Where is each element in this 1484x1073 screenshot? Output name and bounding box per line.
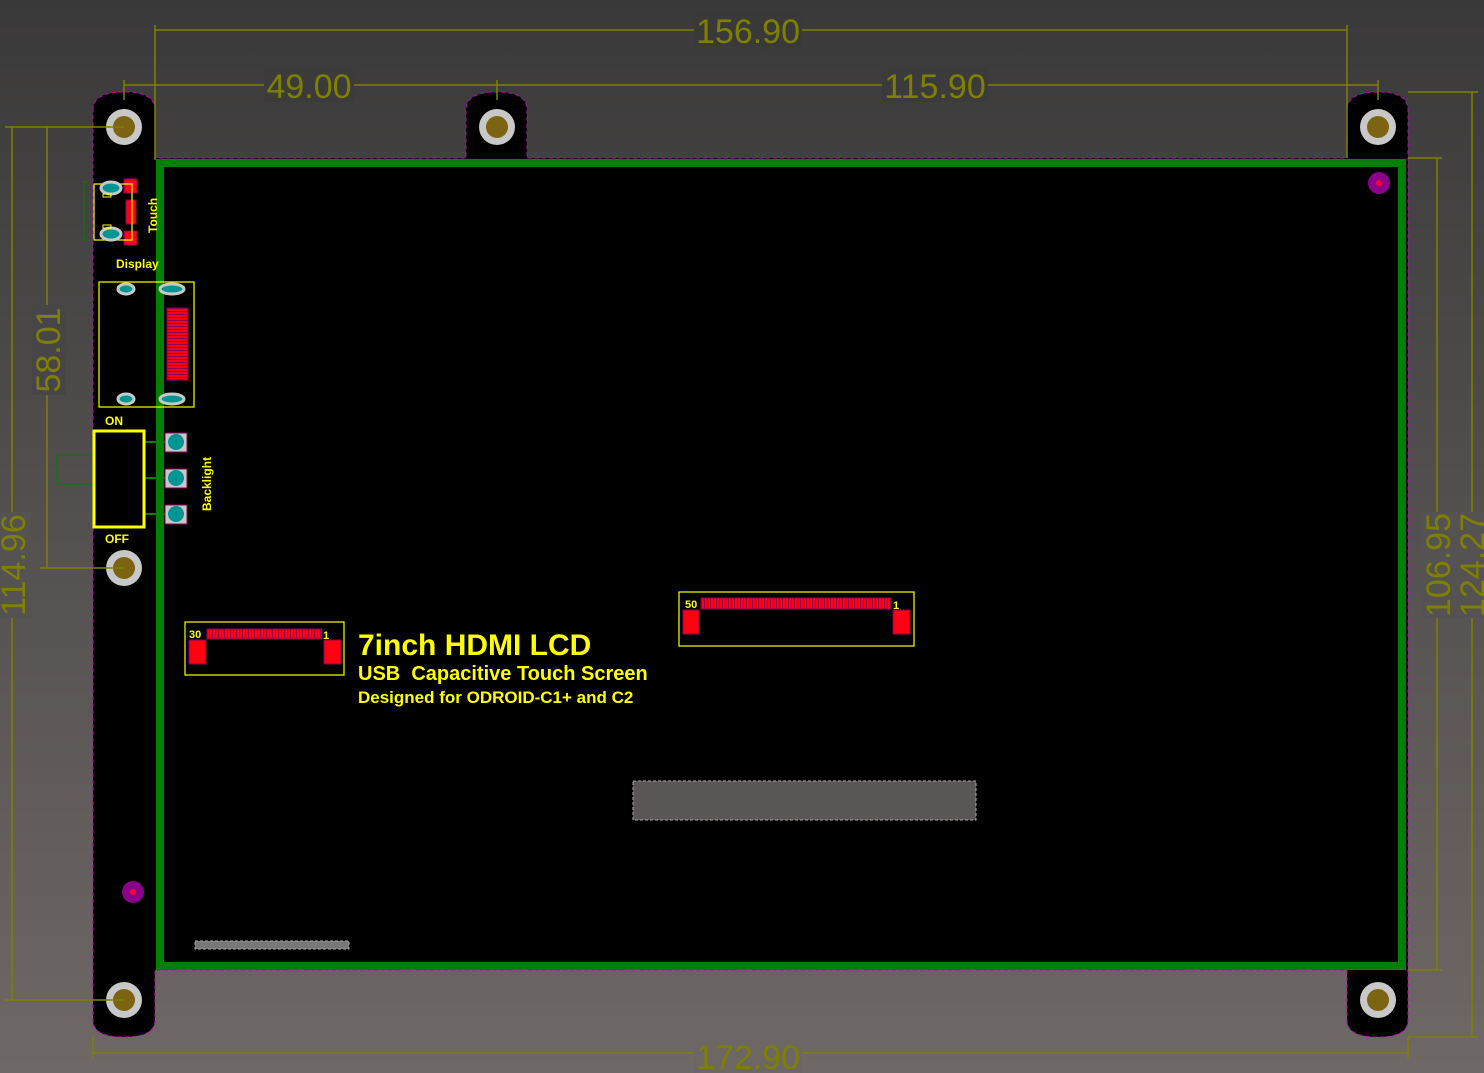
keepout-area [632,780,977,821]
fpc30-pin-first: 30 [189,629,201,641]
dimension-left-inner-height: 58.01 [30,307,68,392]
dimension-overall-mount-width: 156.90 [696,13,800,51]
dimension-left-hole-spacing: 49.00 [266,68,351,106]
mounting-holes [106,109,1396,1018]
dimension-right-outer-height: 124.27 [1454,513,1484,617]
mounting-hole [1360,982,1396,1018]
touch-label: Touch [146,198,160,233]
mounting-hole [479,109,515,145]
mounting-hole [1360,109,1396,145]
dimension-board-width: 172.90 [696,1039,800,1073]
switch-off-label: OFF [105,532,129,546]
board-outline [92,91,1409,1038]
fpc-50-connector [678,591,915,647]
dimension-left-outer-height: 114.96 [0,514,33,615]
fpc-30-connector [184,621,345,676]
dimension-right-inner-height: 106.95 [1420,513,1458,617]
lcd-frame [156,159,1406,970]
via [1368,172,1390,194]
switch-on-label: ON [105,414,123,428]
dimension-lines [5,25,1478,1058]
fpc50-pin-last: 1 [893,600,899,612]
via [122,881,144,903]
dimension-right-hole-spacing: 115.90 [884,68,985,106]
fpc30-pin-last: 1 [323,630,329,642]
board-subtitle: USB Capacitive Touch Screen [358,663,648,685]
touch-usb-connector [83,178,138,246]
display-label: Display [116,257,159,271]
backlight-label: Backlight [200,457,214,511]
board-designed-for: Designed for ODROID-C1+ and C2 [358,688,633,707]
backlight-switch [56,429,188,529]
display-hdmi-connector [98,281,195,408]
keepout-strip [194,940,350,950]
fpc50-pin-first: 50 [685,599,697,611]
board-title: 7inch HDMI LCD [358,629,591,662]
